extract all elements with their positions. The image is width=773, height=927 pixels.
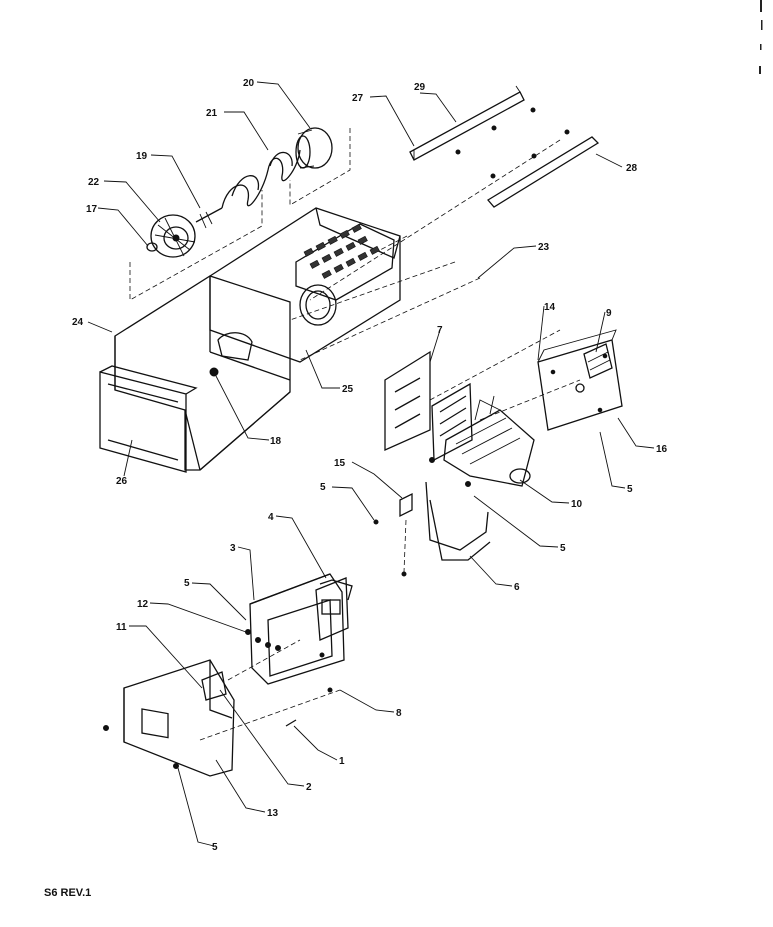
callout-21: 21 bbox=[206, 108, 218, 119]
callout-6: 6 bbox=[514, 582, 520, 593]
control-cover bbox=[103, 639, 341, 777]
scan-artifacts bbox=[759, 0, 763, 74]
callout-10: 10 bbox=[571, 499, 583, 510]
callout-20: 20 bbox=[243, 78, 255, 89]
callout-11: 11 bbox=[116, 622, 127, 633]
callout-5-clip: 5 bbox=[320, 482, 326, 493]
callout-19: 19 bbox=[136, 151, 148, 162]
callout-24: 24 bbox=[72, 317, 84, 328]
ice-maker bbox=[384, 329, 581, 487]
callout-17: 17 bbox=[86, 204, 98, 215]
control-box bbox=[245, 573, 353, 693]
ice-bin bbox=[99, 275, 291, 473]
callout-13: 13 bbox=[267, 808, 279, 819]
callout-1: 1 bbox=[339, 756, 345, 767]
callout-leaders bbox=[87, 81, 655, 847]
auger-assembly bbox=[129, 127, 351, 301]
revision-label: S6 REV.1 bbox=[44, 887, 91, 899]
callout-5-icemaker: 5 bbox=[560, 543, 566, 554]
callout-22: 22 bbox=[88, 177, 100, 188]
callout-23: 23 bbox=[538, 242, 550, 253]
callout-14: 14 bbox=[544, 302, 556, 313]
callout-26: 26 bbox=[116, 476, 128, 487]
callout-28: 28 bbox=[626, 163, 638, 174]
callout-9: 9 bbox=[606, 308, 612, 319]
callout-18: 18 bbox=[270, 436, 282, 447]
callout-labels: 29 27 28 20 21 19 22 17 23 24 25 18 26 7… bbox=[72, 78, 668, 853]
callout-3: 3 bbox=[230, 543, 236, 554]
callout-5-box: 5 bbox=[184, 578, 190, 589]
callout-27: 27 bbox=[352, 93, 364, 104]
wire-harness bbox=[373, 481, 491, 577]
callout-7: 7 bbox=[437, 325, 443, 336]
mounting-rails bbox=[409, 85, 600, 208]
callout-5-mount: 5 bbox=[627, 484, 633, 495]
callout-12: 12 bbox=[137, 599, 149, 610]
callout-5-cover: 5 bbox=[212, 842, 218, 853]
callout-16: 16 bbox=[656, 444, 668, 455]
callout-2: 2 bbox=[306, 782, 312, 793]
callout-15: 15 bbox=[334, 458, 346, 469]
mounting-plate bbox=[537, 329, 623, 431]
callout-8: 8 bbox=[396, 708, 402, 719]
callout-4: 4 bbox=[268, 512, 274, 523]
callout-25: 25 bbox=[342, 384, 354, 395]
callout-29: 29 bbox=[414, 82, 426, 93]
